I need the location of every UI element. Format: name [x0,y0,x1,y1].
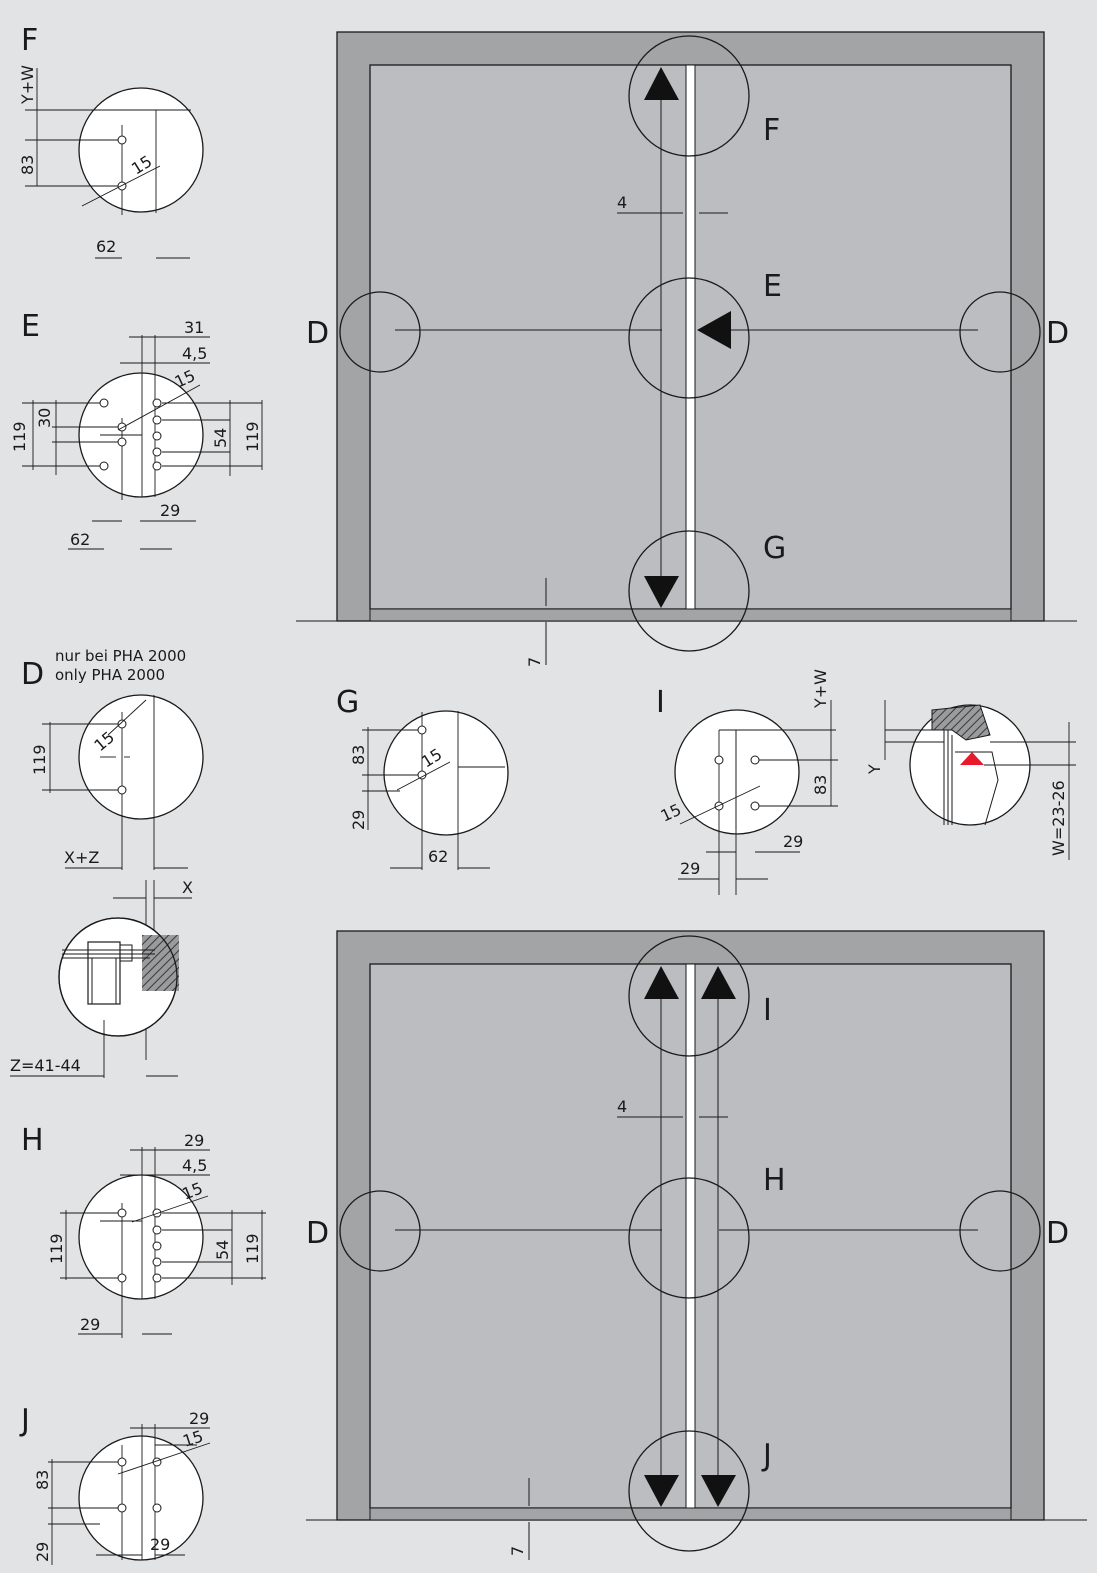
detail-h [60,1147,266,1338]
dim-45-e: 4,5 [182,344,207,363]
dim-29-i-left: 29 [680,859,700,878]
dim-62-f: 62 [96,237,116,256]
label-g-top: G [763,531,786,566]
dim-119-e-left: 119 [10,421,29,452]
dim-yw-i: Y+W [811,669,830,709]
dim-119-d: 119 [30,744,49,775]
note-de: nur bei PHA 2000 [55,647,186,665]
detail-circle-h [628,1177,750,1299]
label-f: F [21,23,38,58]
label-d-top-left: D [306,316,329,351]
dim-4-top: 4 [617,193,627,212]
detail-circle-d-right [959,291,1041,373]
detail-circle-g [628,530,750,652]
label-h-bottom: H [763,1163,786,1198]
detail-circle-d-right-2 [959,1190,1041,1272]
dim-29-h: 29 [80,1315,100,1334]
label-i-bottom: I [763,993,772,1028]
dim-30-e: 30 [35,408,54,428]
dim-62-g: 62 [428,847,448,866]
dim-7-bottom: 7 [508,1546,527,1556]
detail-j [48,1424,211,1565]
detail-circle-f [628,35,750,157]
dim-29-i-right: 29 [783,832,803,851]
dim-29-g: 29 [349,810,368,830]
label-j: J [19,1403,30,1438]
label-i: I [656,685,665,720]
dim-29-h-top: 29 [184,1131,204,1150]
detail-d [10,694,204,1078]
detail-circle-j [628,1430,750,1552]
dim-15-j: 15 [180,1426,205,1450]
detail-f [25,68,204,259]
dim-z-d: Z=41-44 [10,1056,81,1075]
dim-83-j: 83 [33,1470,52,1490]
note-en: only PHA 2000 [55,666,165,684]
dim-62-e: 62 [70,530,90,549]
dim-29-j-left: 29 [33,1542,52,1562]
label-d: D [21,657,44,692]
dim-x-d: X [182,878,193,897]
label-d-bottom-right: D [1046,1216,1069,1251]
label-d-bottom-left: D [306,1216,329,1251]
dim-119-h-right: 119 [243,1233,262,1264]
detail-e [22,335,263,550]
label-e: E [21,309,40,344]
dim-29-e: 29 [160,501,180,520]
door-bottom: 4 7 [306,930,1087,1560]
dim-54-h: 54 [213,1240,232,1260]
label-g: G [336,685,359,720]
label-f-top: F [763,113,780,148]
detail-circle-e [628,277,750,399]
label-h: H [21,1123,44,1158]
dim-15-i: 15 [658,800,684,826]
door-top: 4 7 [296,31,1077,667]
dim-83-i: 83 [811,775,830,795]
dim-45-h: 4,5 [182,1156,207,1175]
dim-w-i: W=23-26 [1049,780,1068,856]
dim-xz-d: X+Z [64,848,99,867]
dim-119-e-right: 119 [243,421,262,452]
dim-yw-f: Y+W [18,65,37,105]
dim-119-h-left: 119 [47,1233,66,1264]
dim-54-e: 54 [211,428,230,448]
dim-31-e: 31 [184,318,204,337]
detail-g [362,710,509,870]
label-d-top-right: D [1046,316,1069,351]
dim-7-top: 7 [525,657,544,667]
detail-circle-i [628,935,750,1057]
dim-29-j-top: 29 [189,1409,209,1428]
detail-circle-d-left [339,291,421,373]
label-j-bottom: J [761,1438,772,1473]
dim-29-j-bottom: 29 [150,1535,170,1554]
dim-y-i: Y [865,764,884,775]
dim-83-f: 83 [18,155,37,175]
detail-circle-d-left-2 [339,1190,421,1272]
dim-4-bottom: 4 [617,1097,627,1116]
dim-83-g: 83 [349,745,368,765]
detail-i [674,700,1076,895]
label-e-top: E [763,269,782,304]
